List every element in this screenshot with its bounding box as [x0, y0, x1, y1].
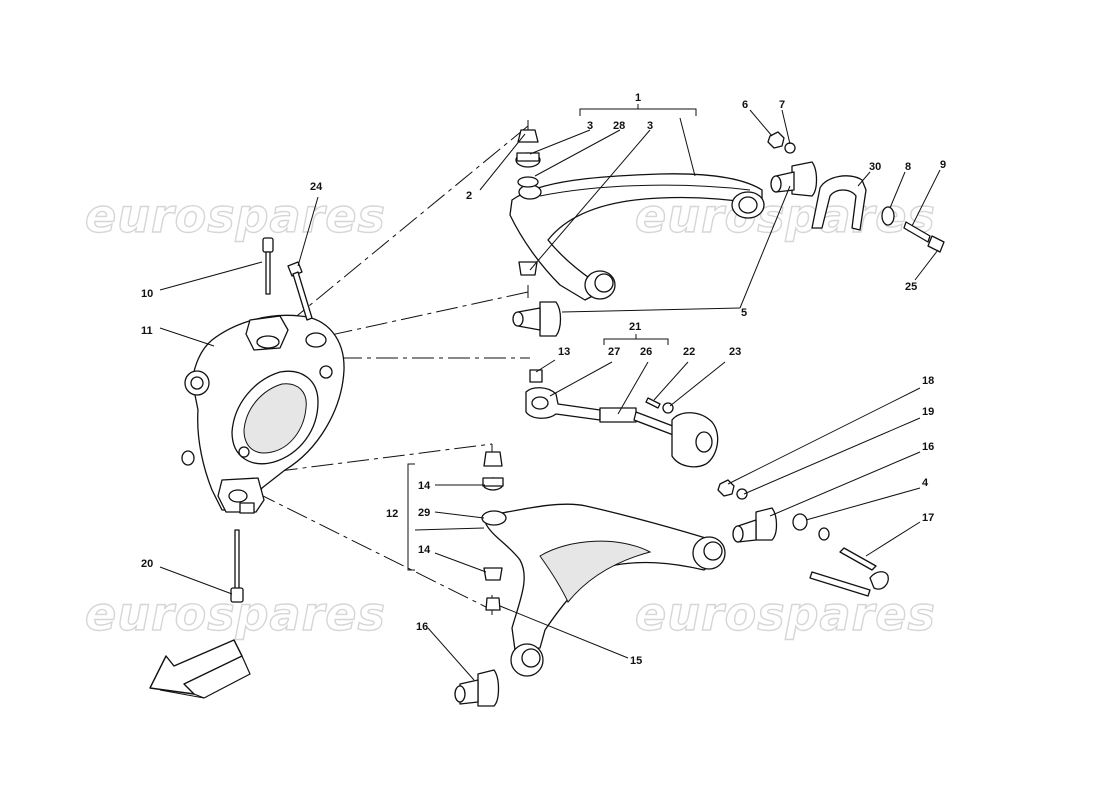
- callout-25: 25: [905, 281, 917, 293]
- upper-wishbone: [509, 173, 765, 301]
- lower-balljoint-parts: [482, 451, 504, 611]
- callout-17: 17: [922, 512, 934, 524]
- front-direction-arrow-icon: [149, 639, 251, 699]
- callout-14b: 14: [418, 544, 431, 556]
- callout-16a: 16: [922, 441, 934, 453]
- callout-20: 20: [141, 558, 153, 570]
- callout-11: 11: [141, 325, 153, 337]
- leader-lines: [159, 109, 941, 681]
- bracket-21: [603, 334, 669, 345]
- assembly-lines: [239, 120, 530, 615]
- callout-18: 18: [922, 375, 934, 387]
- callout-1: 1: [635, 92, 641, 104]
- bracket-1: [579, 104, 697, 116]
- toe-link: [525, 369, 719, 468]
- callout-30: 30: [869, 161, 881, 173]
- callout-4: 4: [922, 477, 929, 489]
- callout-26: 26: [640, 346, 652, 358]
- lower-wishbone: [481, 503, 726, 677]
- lower-fasteners: [454, 479, 889, 707]
- callout-15: 15: [630, 655, 642, 667]
- callouts: 1 2 3 28 3 6 7 30 8 9 25 24 10 11 5 13 2…: [141, 92, 946, 667]
- callout-2: 2: [466, 190, 472, 202]
- callout-24: 24: [310, 181, 323, 193]
- callout-9: 9: [940, 159, 946, 171]
- callout-28: 28: [613, 120, 625, 132]
- callout-3a: 3: [587, 120, 593, 132]
- callout-6: 6: [742, 99, 748, 111]
- callout-13: 13: [558, 346, 570, 358]
- callout-19: 19: [922, 406, 934, 418]
- callout-21: 21: [629, 321, 641, 333]
- callout-14a: 14: [418, 480, 431, 492]
- watermark-bottom-right: eurospares: [635, 587, 936, 641]
- callout-5: 5: [741, 307, 747, 319]
- callout-22: 22: [683, 346, 695, 358]
- callout-10: 10: [141, 288, 153, 300]
- upper-balljoint-parts: [515, 129, 541, 276]
- callout-23: 23: [729, 346, 741, 358]
- callout-29: 29: [418, 507, 430, 519]
- bracket-12: [407, 463, 415, 571]
- callout-3b: 3: [647, 120, 653, 132]
- upper-bushes: [512, 161, 818, 337]
- callout-8: 8: [905, 161, 911, 173]
- callout-16b: 16: [416, 621, 428, 633]
- callout-12: 12: [386, 508, 398, 520]
- watermark-top-left: eurospares: [85, 189, 386, 243]
- callout-27: 27: [608, 346, 620, 358]
- hub-carrier: [181, 314, 345, 514]
- hub-bolts: [230, 237, 313, 603]
- callout-7: 7: [779, 99, 785, 111]
